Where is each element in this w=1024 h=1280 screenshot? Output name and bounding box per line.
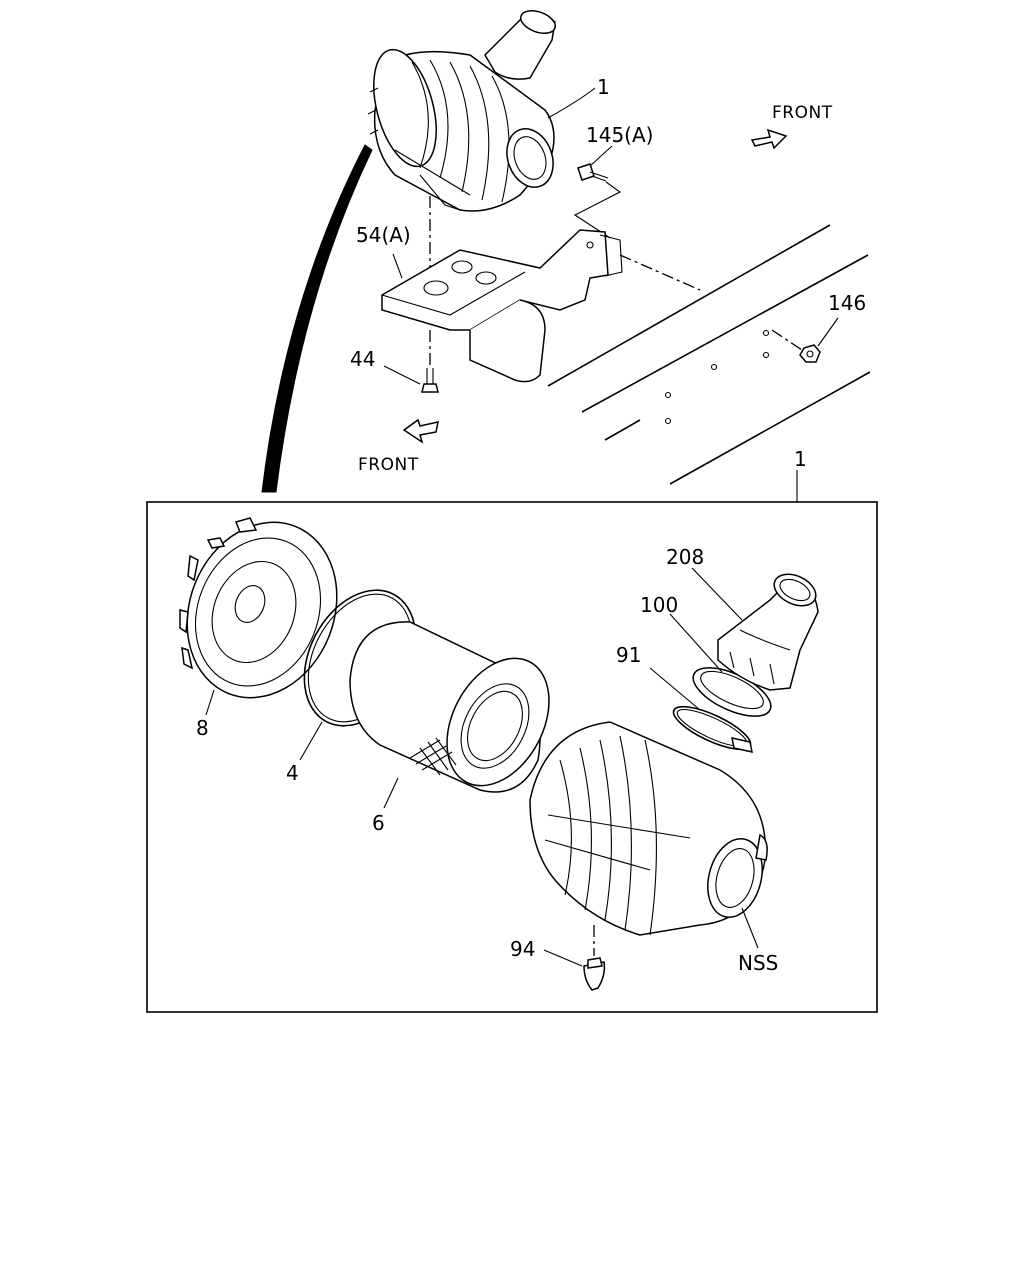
label-assembly-top: 1 [597,75,610,99]
label-hose: 208 [666,545,704,569]
hose-208 [717,573,819,691]
label-clamp: 91 [616,643,641,667]
label-nut: 146 [828,291,866,315]
housing-nss [529,721,768,936]
arrow-right-icon [750,128,788,150]
arrow-left-icon [402,418,439,444]
label-front-top: FRONT [772,103,833,123]
filter-element-6 [349,621,550,793]
label-element: 6 [372,811,385,835]
bracket-54a [381,229,623,383]
bolt-145a [577,163,609,182]
cover-8 [179,517,338,699]
label-front-bottom: FRONT [358,455,419,475]
clamp-91 [672,705,753,753]
zoom-leader [261,144,373,493]
label-housing: NSS [738,951,778,975]
air-cleaner-top [367,10,557,212]
label-screw: 44 [350,347,375,371]
label-cover: 8 [196,716,209,740]
label-assembly-box: 1 [794,447,807,471]
frame-rail [547,224,871,485]
label-bolt: 145(A) [586,123,653,147]
nut-146 [799,344,821,363]
label-ring: 100 [640,593,678,617]
valve-94 [583,957,606,991]
label-valve: 94 [510,937,535,961]
screw-44 [421,368,439,393]
label-seal-ring: 4 [286,761,299,785]
detail-box [146,501,878,1013]
label-bracket: 54(A) [356,223,411,247]
